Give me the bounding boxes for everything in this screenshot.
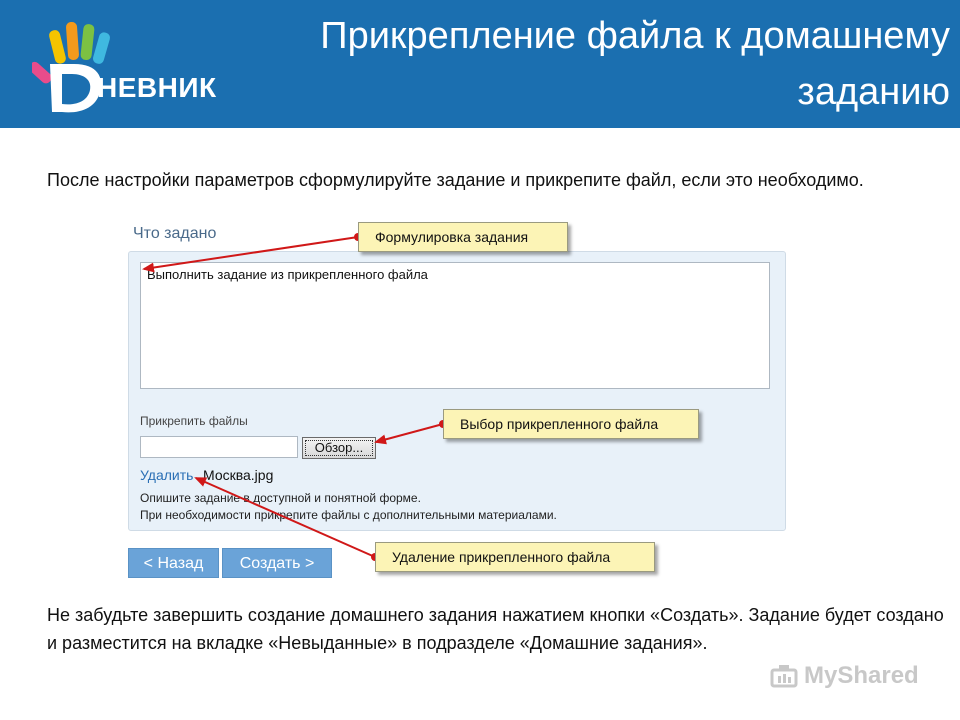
header-banner: НЕВНИК Прикрепление файла к домашнему за… bbox=[0, 0, 960, 128]
section-label: Что задано bbox=[133, 225, 217, 242]
dnevnik-hand-logo bbox=[32, 21, 110, 113]
browse-button[interactable]: Обзор... bbox=[302, 437, 376, 459]
page-title: Прикрепление файла к домашнему заданию bbox=[230, 8, 950, 120]
back-button[interactable]: < Назад bbox=[128, 548, 219, 578]
callout-task: Формулировка задания bbox=[358, 222, 568, 252]
hint-line1: Опишите задание в доступной и понятной ф… bbox=[140, 491, 421, 505]
page-title-line2: заданию bbox=[797, 71, 950, 113]
form-hint: Опишите задание в доступной и понятной ф… bbox=[140, 490, 760, 524]
page-title-line1: Прикрепление файла к домашнему bbox=[320, 15, 950, 57]
logo-text: НЕВНИК bbox=[97, 72, 217, 103]
create-button[interactable]: Создать > bbox=[222, 548, 332, 578]
file-path-input[interactable] bbox=[140, 436, 298, 458]
callout-delete: Удаление прикрепленного файла bbox=[375, 542, 655, 572]
callout-file: Выбор прикрепленного файла bbox=[443, 409, 699, 439]
outro-text: Не забудьте завершить создание домашнего… bbox=[47, 605, 944, 653]
watermark: MyShared bbox=[770, 662, 930, 690]
hint-line2: При необходимости прикрепите файлы с доп… bbox=[140, 508, 557, 522]
task-textarea[interactable]: Выполнить задание из прикрепленного файл… bbox=[140, 262, 770, 389]
watermark-text: MyShared bbox=[804, 662, 919, 689]
attached-file-name: Москва.jpg bbox=[203, 467, 274, 483]
delete-file-link[interactable]: Удалить bbox=[140, 467, 194, 483]
myshared-icon bbox=[770, 665, 798, 688]
attach-files-label: Прикрепить файлы bbox=[140, 414, 248, 428]
intro-text: После настройки параметров сформулируйте… bbox=[47, 170, 864, 190]
